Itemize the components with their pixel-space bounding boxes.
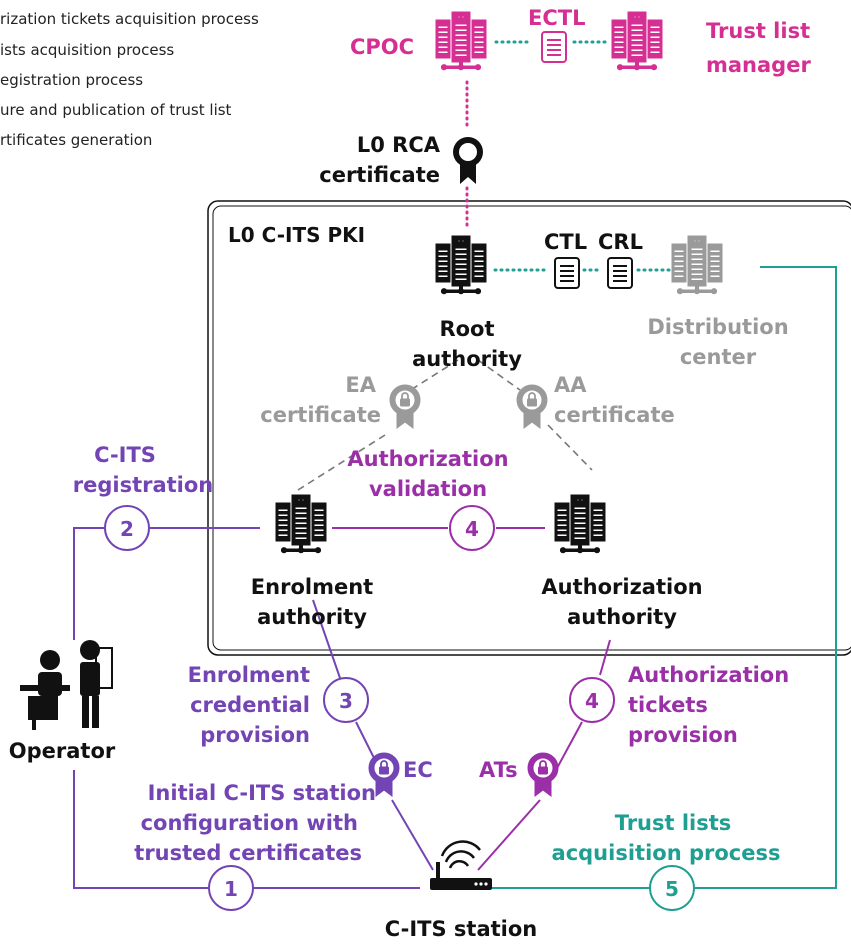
at-provision-label-3: provision bbox=[628, 723, 738, 747]
c-its-station-label: C-ITS station bbox=[385, 917, 538, 941]
ctl-document-icon bbox=[554, 257, 580, 289]
root-authority-label-1: Root bbox=[439, 317, 494, 341]
distribution-center-server-icon bbox=[671, 235, 723, 295]
aa-certificate-label-1: AA bbox=[554, 373, 587, 397]
step-3-number: 3 bbox=[339, 689, 353, 713]
l0-rca-certificate-icon bbox=[453, 137, 483, 184]
trust-acquisition-line bbox=[492, 266, 837, 889]
initial-config-label-1: Initial C-ITS station bbox=[148, 781, 376, 805]
aa-cert-dash bbox=[547, 424, 593, 471]
distribution-center-label-2: center bbox=[680, 345, 757, 369]
registration-label-2: registration bbox=[73, 473, 214, 497]
step-2-number: 2 bbox=[120, 517, 134, 541]
enrolment-credential-label-1: Enrolment bbox=[188, 663, 310, 687]
ea-cert-dash bbox=[297, 434, 386, 491]
enrolment-authority-label-1: Enrolment bbox=[251, 575, 373, 599]
trust-acquisition-label-1: Trust lists bbox=[615, 811, 732, 835]
ectl-document-icon bbox=[541, 31, 567, 63]
initial-config-label-2: configuration with bbox=[141, 811, 358, 835]
trust-acquisition-label-2: acquisition process bbox=[552, 841, 781, 865]
crl-label: CRL bbox=[598, 230, 643, 254]
cpoc-server-icon bbox=[435, 11, 487, 71]
c-its-station-icon bbox=[430, 840, 492, 890]
at-provision-line bbox=[477, 639, 611, 871]
root-authority-server-icon bbox=[435, 235, 487, 295]
at-provision-label-2: tickets bbox=[628, 693, 708, 717]
l0-rca-label-1: L0 RCA bbox=[357, 133, 441, 157]
ats-certificate-icon bbox=[527, 752, 559, 797]
pki-box bbox=[207, 200, 851, 656]
step-5-number: 5 bbox=[665, 877, 679, 901]
trust-list-manager-server-icon bbox=[611, 11, 663, 71]
step-4-validation-badge: 4 bbox=[449, 505, 495, 551]
root-authority-label-2: authority bbox=[412, 347, 522, 371]
authorization-validation-label-1: Authorization bbox=[347, 447, 508, 471]
authorization-authority-label-1: Authorization bbox=[541, 575, 702, 599]
step-4-provision-number: 4 bbox=[585, 689, 599, 713]
operator-icon bbox=[20, 640, 113, 730]
ec-label: EC bbox=[403, 758, 433, 782]
authorization-validation-label-2: validation bbox=[369, 477, 487, 501]
enrolment-credential-label-3: provision bbox=[200, 723, 310, 747]
distribution-center-label-1: Distribution bbox=[647, 315, 788, 339]
aa-certificate-label-2: certificate bbox=[554, 403, 675, 427]
ea-certificate-icon bbox=[389, 384, 421, 429]
enrolment-authority-label-2: authority bbox=[257, 605, 367, 629]
initial-config-label-3: trusted certificates bbox=[134, 841, 362, 865]
operator-label: Operator bbox=[9, 739, 116, 763]
enrolment-authority-server-icon bbox=[275, 494, 327, 554]
root-aa-dash bbox=[477, 359, 521, 391]
ea-certificate-label-1: EA bbox=[345, 373, 376, 397]
step-2-badge: 2 bbox=[104, 505, 150, 551]
enrolment-credential-label-2: credential bbox=[190, 693, 310, 717]
step-5-badge: 5 bbox=[649, 865, 695, 911]
legend-item-3: egistration process bbox=[0, 71, 143, 89]
ea-certificate-label-2: certificate bbox=[260, 403, 381, 427]
step-1-number: 1 bbox=[224, 877, 238, 901]
legend: rization tickets acquisition process ist… bbox=[0, 10, 259, 149]
registration-line bbox=[73, 527, 260, 640]
trust-list-manager-label-1: Trust list bbox=[706, 19, 810, 43]
authorization-authority-server-icon bbox=[554, 494, 606, 554]
authorization-authority-label-2: authority bbox=[567, 605, 677, 629]
step-1-badge: 1 bbox=[208, 865, 254, 911]
legend-item-1: rization tickets acquisition process bbox=[0, 10, 259, 28]
legend-item-5: rtificates generation bbox=[0, 131, 152, 149]
cpoc-label: CPOC bbox=[350, 35, 414, 59]
ctl-label: CTL bbox=[544, 230, 587, 254]
at-provision-label-1: Authorization bbox=[628, 663, 789, 687]
ectl-label: ECTL bbox=[528, 6, 585, 30]
legend-item-2: ists acquisition process bbox=[0, 41, 174, 59]
trust-list-manager-label-2: manager bbox=[706, 53, 811, 77]
step-3-badge: 3 bbox=[323, 677, 369, 723]
l0-rca-label-2: certificate bbox=[319, 163, 440, 187]
step-4-validation-number: 4 bbox=[465, 517, 479, 541]
initial-config-line bbox=[73, 770, 420, 889]
legend-item-4: ure and publication of trust list bbox=[0, 101, 232, 119]
pki-title: L0 C-ITS PKI bbox=[228, 223, 365, 247]
step-4-provision-badge: 4 bbox=[569, 677, 615, 723]
aa-certificate-icon bbox=[516, 384, 548, 429]
registration-label-1: C-ITS bbox=[94, 443, 156, 467]
pki-box-inner bbox=[212, 205, 851, 651]
ats-label: ATs bbox=[479, 758, 518, 782]
crl-document-icon bbox=[607, 257, 633, 289]
